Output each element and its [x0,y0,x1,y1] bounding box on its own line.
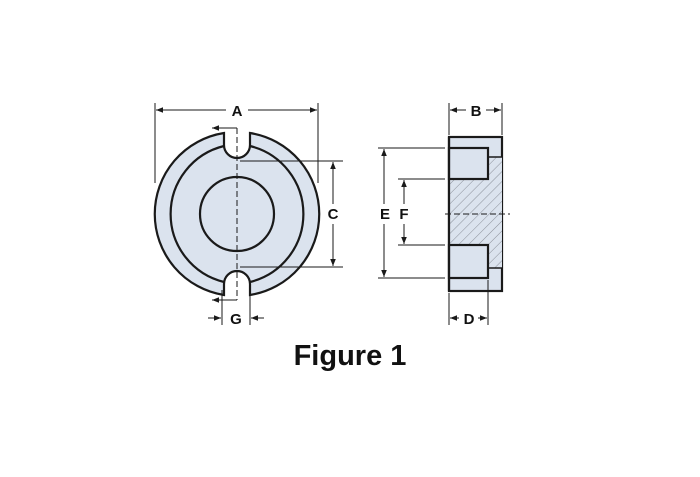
label-e: E [380,206,390,223]
label-d: D [464,311,475,328]
inner-wall-left [169,144,225,284]
label-g: G [230,311,242,328]
inner-wall-right [249,144,305,284]
label-c: C [328,206,339,223]
figure-caption: Figure 1 [293,340,407,372]
label-f: F [399,206,408,223]
label-b: B [471,103,482,120]
label-a: A [232,103,243,120]
